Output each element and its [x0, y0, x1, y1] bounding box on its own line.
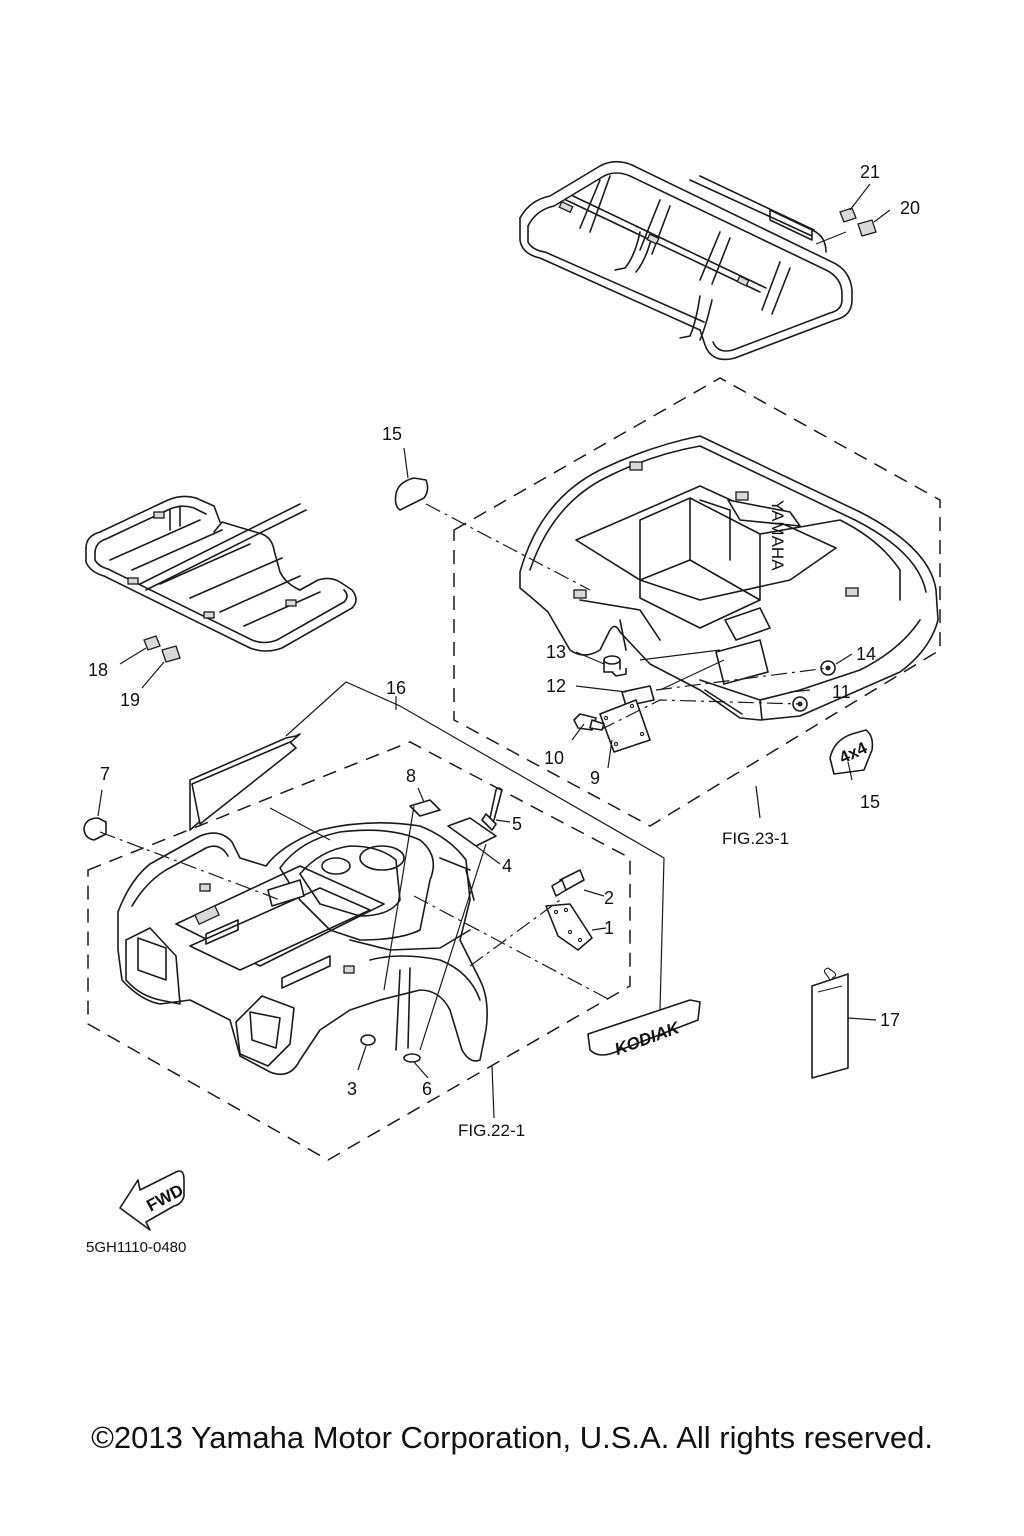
callout-8: 8 [406, 766, 416, 786]
callout-7: 7 [100, 764, 110, 784]
figure-ref-front: FIG.22-1 [458, 1121, 525, 1140]
figure-ref-rear: FIG.23-1 [722, 829, 789, 848]
callout-13: 13 [546, 642, 566, 662]
rear-fender: YAMAHA [519, 435, 939, 721]
callout-5: 5 [512, 814, 522, 834]
callout-15-reflector: 15 [382, 424, 402, 444]
callout-14: 14 [856, 644, 876, 664]
fwd-arrow-icon: FWD [119, 1170, 187, 1231]
front-hardware: KODIAK [83, 733, 849, 1079]
callout-2: 2 [604, 888, 614, 908]
callout-9: 9 [590, 768, 600, 788]
callout-20: 20 [900, 198, 920, 218]
front-fender [117, 822, 488, 1076]
callout-leaders [97, 183, 891, 1119]
callout-4: 4 [502, 856, 512, 876]
callout-17: 17 [880, 1010, 900, 1030]
diagram-code: 5GH1110-0480 [86, 1239, 187, 1256]
callout-11: 11 [832, 682, 851, 702]
callout-15-decal: 15 [860, 792, 880, 812]
front-assembly-boundary [87, 741, 631, 1161]
callout-19: 19 [120, 690, 140, 710]
copyright-notice: ©2013 Yamaha Motor Corporation, U.S.A. A… [91, 1420, 933, 1455]
callout-6: 6 [422, 1079, 432, 1099]
callout-10: 10 [544, 748, 564, 768]
rear-assembly-boundary [453, 377, 941, 827]
front-carrier [85, 495, 357, 652]
callout-3: 3 [347, 1079, 357, 1099]
callout-21: 21 [860, 162, 880, 182]
assembly-lines [99, 231, 847, 1051]
parts-diagram: YAMAHA [83, 160, 941, 1231]
yamaha-emblem: YAMAHA [768, 500, 787, 571]
callout-16: 16 [386, 678, 406, 698]
callout-12: 12 [546, 676, 566, 696]
rear-carrier [519, 160, 853, 361]
callout-labels: 1 2 3 4 5 6 7 8 9 10 11 12 13 14 15 15 1… [88, 162, 920, 1099]
callout-18: 18 [88, 660, 108, 680]
callout-1: 1 [604, 918, 614, 938]
